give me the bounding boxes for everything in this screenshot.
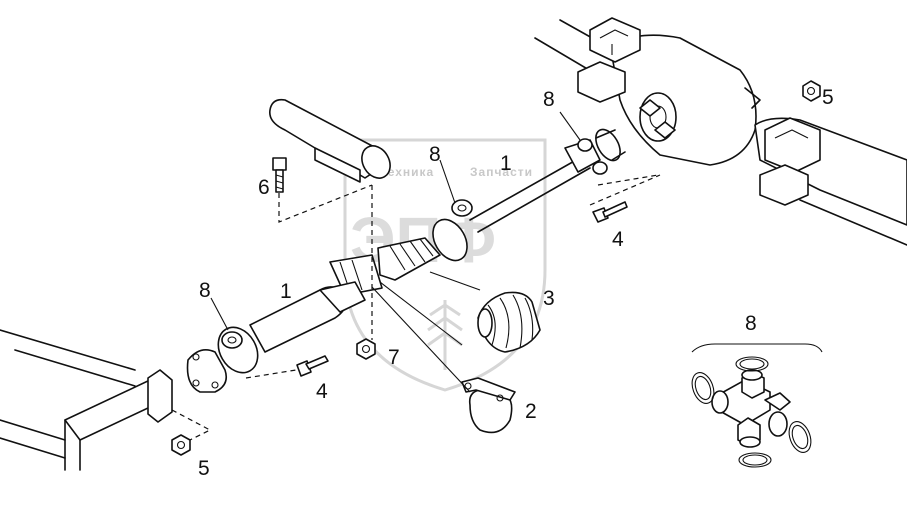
propeller-shaft-front bbox=[186, 281, 366, 393]
bolt-6 bbox=[272, 157, 287, 193]
bolt-4-rear bbox=[592, 201, 628, 223]
callout-2: 2 bbox=[525, 400, 537, 423]
nut-rear bbox=[802, 80, 821, 102]
nut-front bbox=[171, 434, 191, 456]
bearing-support-part-2 bbox=[461, 377, 516, 434]
assembly-guide-lines bbox=[171, 174, 661, 441]
rubber-boot-part-3 bbox=[477, 291, 541, 353]
callout-5-front: 5 bbox=[198, 457, 210, 480]
callout-4-rear: 4 bbox=[612, 228, 624, 251]
propeller-shaft-rear bbox=[469, 128, 626, 233]
callout-8-front-joint: 8 bbox=[199, 279, 211, 302]
callout-1-front-shaft: 1 bbox=[280, 280, 292, 303]
bolt-4-front bbox=[296, 355, 329, 377]
universal-joint-kit bbox=[691, 343, 823, 468]
nut-7 bbox=[356, 338, 376, 360]
callout-8-center-joint: 8 bbox=[429, 143, 441, 166]
callout-3: 3 bbox=[543, 287, 555, 310]
leader-lines bbox=[210, 111, 581, 393]
callout-4-front: 4 bbox=[316, 380, 328, 403]
callout-5-rear: 5 bbox=[822, 86, 834, 109]
rear-axle-housing bbox=[534, 17, 907, 246]
callout-8-rear-joint: 8 bbox=[543, 88, 555, 111]
front-frame bbox=[0, 329, 173, 471]
watermark-word-1: Техника bbox=[380, 165, 434, 179]
callout-1-rear-shaft: 1 bbox=[500, 152, 512, 175]
callout-8-kit: 8 bbox=[745, 312, 757, 335]
center-bearing-assembly bbox=[329, 199, 473, 296]
watermark-word-2: Запчасти bbox=[470, 165, 533, 179]
callout-7: 7 bbox=[388, 346, 400, 369]
callout-6: 6 bbox=[258, 176, 270, 199]
frame-crossmember bbox=[268, 98, 391, 183]
